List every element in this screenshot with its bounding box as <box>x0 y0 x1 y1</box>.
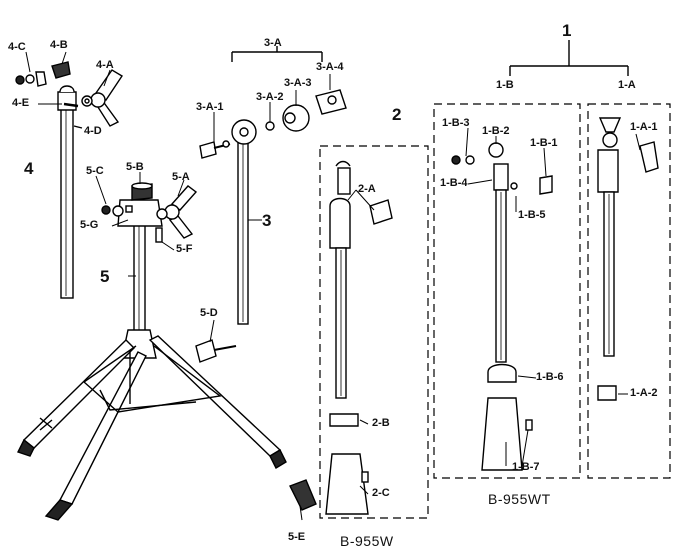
wing-bolt-5-A <box>156 185 198 239</box>
model-caption-b955wt: B-955WT <box>488 491 551 507</box>
clamp-3-A-3 <box>282 104 310 132</box>
part-1-B-6-label: 1-B-6 <box>536 371 564 383</box>
assembly-2-label: 2 <box>392 105 402 124</box>
part-1-B-7-label: 1-B-7 <box>512 461 540 473</box>
stand-1-A <box>597 117 659 401</box>
part-1-B-4-label: 1-B-4 <box>440 177 468 189</box>
part-5-A-label: 5-A <box>172 171 190 183</box>
assembly-5-label: 5 <box>100 267 110 286</box>
part-4-D-label: 4-D <box>84 125 102 137</box>
part-5-B-label: 5-B <box>126 161 144 173</box>
screw-5-F <box>155 227 163 243</box>
part-5-C-label: 5-C <box>86 165 104 177</box>
wing-bolt-4-A <box>82 69 123 127</box>
part-3-A-label: 3-A <box>264 37 282 49</box>
part-5-G-label: 5-G <box>80 219 99 231</box>
part-2-A-label: 2-A <box>358 183 376 195</box>
part-1-B-1-label: 1-B-1 <box>530 137 558 149</box>
assembly-1-label: 1 <box>562 21 572 40</box>
washer-3-A-2 <box>265 121 275 131</box>
screw-5-C <box>101 205 124 217</box>
part-2-C-label: 2-C <box>372 487 390 499</box>
stand-2 <box>325 160 393 515</box>
cap-4-B <box>51 61 71 79</box>
tripod-5 <box>17 199 287 521</box>
boom-arm-3 <box>231 119 257 325</box>
part-1-B-label: 1-B <box>496 79 514 91</box>
part-2-B-label: 2-B <box>372 417 390 429</box>
part-5-F-label: 5-F <box>176 243 193 255</box>
part-1-A-1-label: 1-A-1 <box>630 121 658 133</box>
leader-lines <box>25 51 641 521</box>
part-1-B-5-label: 1-B-5 <box>518 209 546 221</box>
part-1-A-2-label: 1-A-2 <box>630 387 658 399</box>
part-4-B-label: 4-B <box>50 39 68 51</box>
part-4-A-label: 4-A <box>96 59 114 71</box>
part-4-C-label: 4-C <box>8 41 26 53</box>
part-3-A-1-label: 3-A-1 <box>196 101 224 113</box>
part-3-A-4-label: 3-A-4 <box>316 61 344 73</box>
part-3-A-2-label: 3-A-2 <box>256 91 284 103</box>
screw-4-C <box>15 71 47 87</box>
part-4-E-label: 4-E <box>12 97 30 109</box>
assembly-4-label: 4 <box>24 159 34 178</box>
part-3-A-3-label: 3-A-3 <box>284 77 312 89</box>
part-1-B-3-label: 1-B-3 <box>442 117 470 129</box>
washer-4-A <box>81 95 93 107</box>
part-5-E-label: 5-E <box>288 531 306 543</box>
wing-bolt-5-D <box>195 339 237 363</box>
part-1-A-label: 1-A <box>618 79 636 91</box>
stand-1-B <box>451 142 553 471</box>
screw-4-E <box>63 102 79 108</box>
rod-4 <box>57 85 77 299</box>
foot-5-E <box>289 479 317 511</box>
bolt-3-A-1 <box>199 140 231 159</box>
assembly-3-label: 3 <box>262 211 272 230</box>
part-1-B-2-label: 1-B-2 <box>482 125 510 137</box>
nut-3-A-4 <box>315 89 347 115</box>
cap-5-B <box>131 182 153 201</box>
part-5-D-label: 5-D <box>200 307 218 319</box>
model-caption-b955w: B-955W <box>340 533 394 549</box>
